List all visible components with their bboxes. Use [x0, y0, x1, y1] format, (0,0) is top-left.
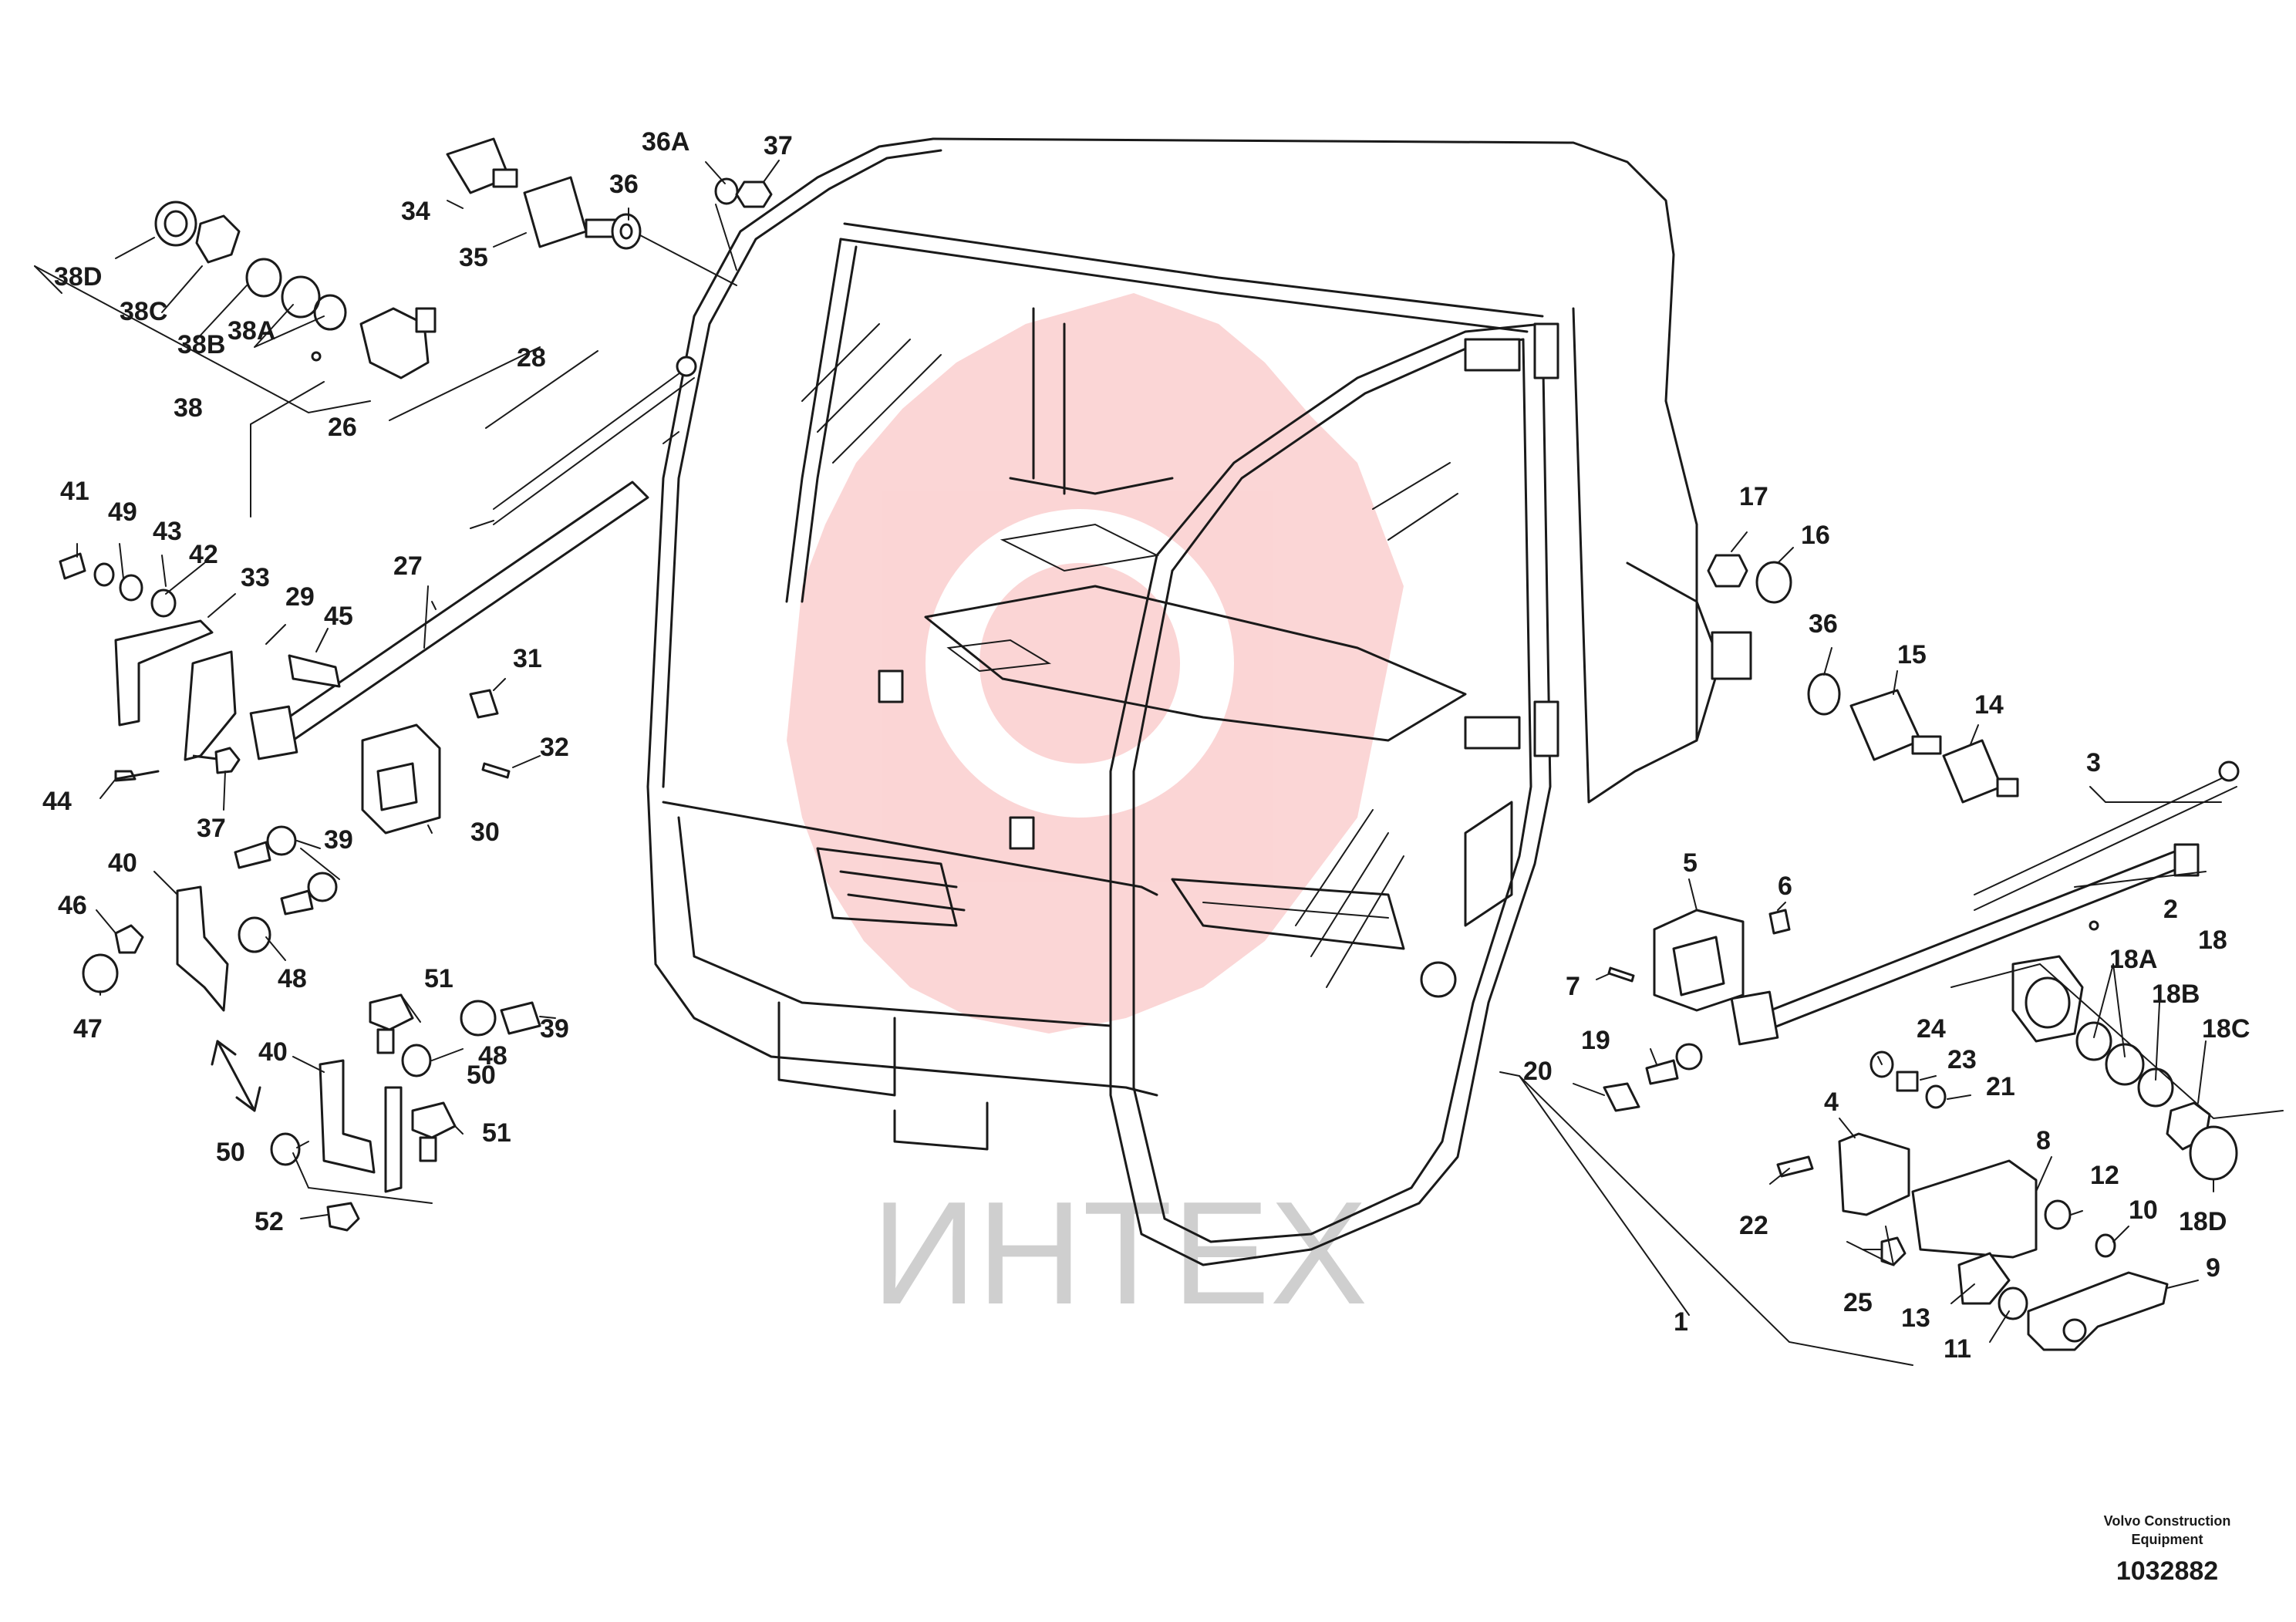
watermark-text: ИНТЕХ [872, 1172, 1367, 1335]
callout-24: 24 [1917, 1014, 1946, 1044]
callout-48a: 48 [278, 964, 307, 993]
callout-30: 30 [470, 818, 500, 847]
callout-37b: 37 [197, 814, 226, 843]
callout-36a: 36A [642, 127, 689, 157]
rod-assembly-left [249, 356, 697, 760]
callout-19: 19 [1581, 1026, 1610, 1055]
callout-1: 1 [1674, 1307, 1688, 1337]
cab-frame-drawing [646, 137, 1752, 1266]
callout-8: 8 [2036, 1126, 2051, 1155]
latch-parts-left [59, 552, 541, 1232]
callout-51a: 51 [424, 964, 453, 993]
callout-33: 33 [241, 563, 270, 592]
callout-15: 15 [1897, 640, 1927, 669]
callout-34: 34 [401, 197, 430, 226]
callout-38: 38 [174, 393, 203, 423]
rod-assembly-right [1730, 760, 2240, 1046]
callout-20: 20 [1523, 1057, 1553, 1086]
callout-12: 12 [2090, 1161, 2119, 1190]
callout-40b: 40 [258, 1037, 288, 1067]
callout-42: 42 [189, 540, 218, 569]
callout-49: 49 [108, 497, 137, 527]
callout-22: 22 [1739, 1211, 1768, 1240]
callout-29: 29 [285, 582, 315, 612]
callout-2: 2 [2163, 895, 2178, 924]
callout-7: 7 [1566, 972, 1580, 1001]
callout-16: 16 [1801, 521, 1830, 550]
callout-36b: 36 [1809, 609, 1838, 639]
callout-46: 46 [58, 891, 87, 920]
callout-18d: 18D [2179, 1207, 2227, 1236]
callout-47: 47 [73, 1014, 103, 1044]
callout-9: 9 [2206, 1253, 2220, 1283]
callout-3: 3 [2086, 748, 2101, 777]
callout-21: 21 [1986, 1072, 2015, 1101]
callout-35: 35 [459, 243, 488, 272]
callout-37: 37 [764, 131, 793, 160]
callout-43: 43 [153, 517, 182, 546]
callout-36: 36 [609, 170, 639, 199]
callout-52: 52 [255, 1207, 284, 1236]
callout-39a: 39 [324, 825, 353, 855]
callout-4: 4 [1824, 1088, 1839, 1117]
callout-44: 44 [42, 787, 72, 816]
callout-25: 25 [1843, 1288, 1873, 1317]
callout-38c: 38C [120, 297, 167, 326]
callout-31: 31 [513, 644, 542, 673]
callout-48b: 48 [478, 1041, 507, 1071]
callout-32: 32 [540, 733, 569, 762]
callout-41: 41 [60, 477, 89, 506]
watermark-logo [787, 293, 1404, 1034]
publisher-line1: Volvo Construction [2104, 1513, 2231, 1529]
callout-14: 14 [1974, 690, 2004, 720]
callout-39b: 39 [540, 1014, 569, 1044]
callout-27: 27 [393, 551, 423, 581]
callout-6: 6 [1778, 872, 1792, 901]
latch-parts-right [1603, 554, 2238, 1351]
callout-11: 11 [1944, 1334, 1971, 1364]
callout-38a: 38A [228, 316, 275, 346]
callout-18c: 18C [2202, 1014, 2250, 1044]
callout-51b: 51 [482, 1118, 511, 1148]
callout-18: 18 [2198, 926, 2227, 955]
callout-38b: 38B [177, 330, 225, 359]
callout-38d: 38D [54, 262, 102, 292]
callout-17: 17 [1739, 482, 1768, 511]
callout-50a: 50 [467, 1061, 496, 1090]
drawing-number: 1032882 [2116, 1556, 2218, 1586]
callout-28: 28 [517, 343, 546, 373]
publisher-line2: Equipment [2132, 1532, 2203, 1547]
callout-labels: 1 2 3 4 5 6 7 8 9 10 11 12 13 14 15 16 1… [42, 127, 2250, 1364]
callout-50b: 50 [216, 1138, 245, 1167]
callout-40a: 40 [108, 848, 137, 878]
callout-18b: 18B [2152, 980, 2200, 1009]
callout-18a: 18A [2109, 945, 2157, 974]
leader-lines [34, 160, 2284, 1366]
callout-45: 45 [324, 602, 353, 631]
callout-13: 13 [1901, 1303, 1930, 1333]
mount-parts-top [154, 137, 773, 379]
callout-23: 23 [1947, 1045, 1977, 1074]
callout-5: 5 [1683, 848, 1698, 878]
callout-10: 10 [2129, 1195, 2158, 1225]
callout-26: 26 [328, 413, 357, 442]
